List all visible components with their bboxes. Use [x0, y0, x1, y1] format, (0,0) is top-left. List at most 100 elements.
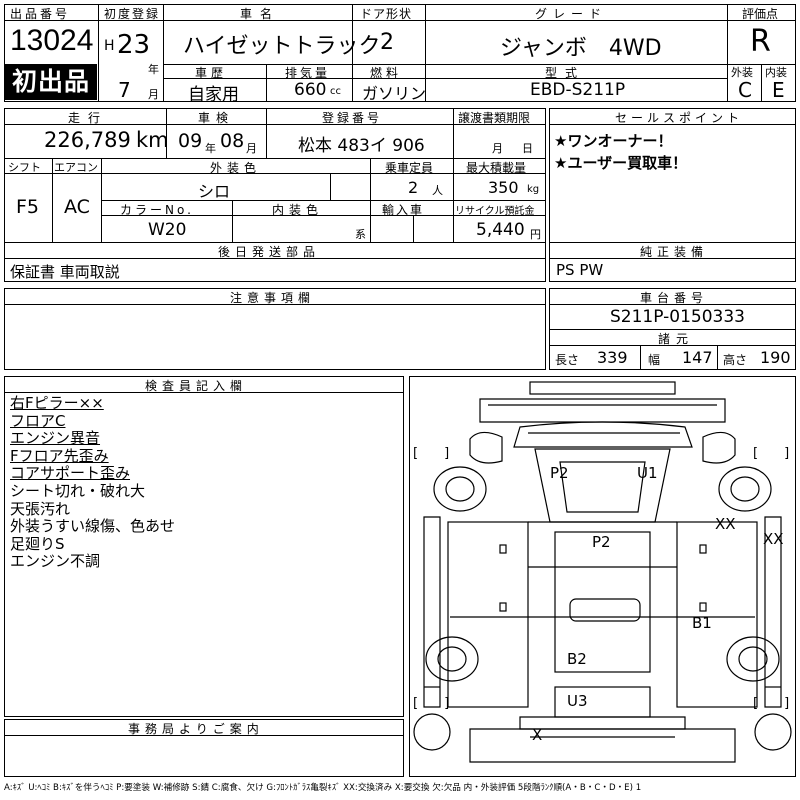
load-value: 350 — [488, 178, 519, 197]
inspection-month-unit: 月 — [246, 142, 257, 155]
recycle-unit: 円 — [530, 228, 541, 241]
fuel-value: ガソリン — [362, 84, 427, 103]
lot-label: 出品番号 — [10, 5, 71, 22]
score-value: R — [750, 24, 771, 59]
mark-u3: U3 — [567, 692, 588, 710]
later-label: 後日発送部品 — [218, 245, 321, 259]
mark-b2: B2 — [567, 650, 587, 668]
inspector-item: 右Fピラー×× — [10, 394, 104, 412]
fuel-label: 燃料 — [370, 66, 403, 80]
score-label: 評価点 — [742, 7, 779, 21]
int-label: 内装 — [765, 66, 787, 79]
colorno-value: W20 — [148, 220, 187, 240]
inspector-label: 検査員記入欄 — [145, 379, 248, 393]
office-block — [4, 719, 404, 777]
caution-block — [4, 288, 546, 370]
load-unit: kg — [527, 184, 540, 195]
reg-month: 7 — [118, 78, 131, 102]
grade-value: ジャンボ 4WD — [500, 36, 662, 61]
model-label: 型式 — [545, 66, 586, 80]
transfer-month-unit: 月 — [492, 142, 503, 155]
lot-number: 13024 — [10, 24, 94, 57]
inspector-item: Fフロア先歪み — [10, 446, 109, 465]
door-label: ドア形状 — [360, 7, 413, 21]
plate-label: 登録番号 — [322, 111, 383, 125]
mark-x-bottom: X — [532, 726, 543, 744]
width-label: 幅 — [648, 353, 661, 367]
shift-value: F5 — [16, 196, 40, 218]
mark-b1: B1 — [692, 614, 712, 632]
mileage-value: 226,789 — [44, 128, 131, 152]
plate-value: 松本 483イ 906 — [298, 136, 425, 156]
transfer-label: 譲渡書類期限 — [458, 111, 531, 125]
mark-xx-right2: XX — [763, 530, 784, 548]
inspection-year: 09 — [178, 130, 203, 152]
car-name: ハイゼットトラック — [183, 34, 381, 59]
reg-month-unit: 月 — [148, 88, 159, 101]
genuine-value: PS PW — [556, 261, 604, 279]
vehicle-diagram: [ ] [ ] [ ] [ ] P2 U1 XX XX P2 B1 B2 U3 … — [409, 376, 796, 777]
recycle-label: リサイクル預託金 — [455, 206, 535, 217]
mileage-unit: km — [136, 128, 169, 152]
inspector-item: エンジン異音 — [10, 429, 101, 448]
recycle-value: 5,440 — [476, 220, 525, 240]
reg-year-unit: 年 — [148, 63, 159, 76]
mark-u1: U1 — [637, 464, 658, 482]
ext-label: 外装 — [731, 66, 753, 79]
inspection-year-unit: 年 — [205, 142, 216, 155]
width-value: 147 — [682, 348, 713, 367]
name-label: 車名 — [240, 7, 281, 21]
capacity-label: 乗車定員 — [385, 161, 434, 175]
sales-point-2: ★ユーザー買取車！ — [554, 154, 688, 172]
inspection-month: 08 — [220, 130, 245, 152]
inspector-item: 天張汚れ — [10, 499, 71, 518]
door-value: 2 — [380, 30, 394, 55]
sales-point-1: ★ワンオーナー！ — [554, 132, 673, 150]
colorno-label: カラーNo. — [120, 203, 194, 217]
capacity-unit: 人 — [432, 184, 443, 197]
transfer-day-unit: 日 — [522, 142, 533, 155]
history-label: 車歴 — [195, 66, 228, 80]
bracket-left-top: [ ] — [413, 446, 450, 461]
sales-block — [549, 108, 796, 282]
inspector-item: シート切れ・破れ大 — [10, 481, 146, 500]
color-label: 外装色 — [210, 161, 262, 175]
caution-label: 注意事項欄 — [230, 291, 316, 305]
sales-label: セールスポイント — [615, 111, 744, 125]
era: H — [104, 38, 115, 54]
bracket-left-bottom: [ ] — [413, 696, 450, 711]
spec-block — [4, 108, 546, 282]
grade-label: グレード — [535, 7, 608, 21]
reg-label: 初度登録 — [104, 7, 161, 21]
ext-value: C — [738, 78, 752, 102]
model-value: EBD-S211P — [530, 80, 626, 100]
inspector-item: 足廻りS — [10, 534, 65, 553]
height-label: 高さ — [723, 353, 748, 367]
reg-year: 23 — [117, 30, 151, 60]
genuine-label: 純正装備 — [640, 245, 709, 259]
capacity-value: 2 — [408, 178, 419, 197]
dims-label: 諸元 — [658, 332, 695, 346]
load-label: 最大積載量 — [466, 161, 527, 175]
inspector-item: コアサポート歪み — [10, 464, 131, 483]
int-value: E — [772, 78, 785, 102]
header-block — [4, 4, 796, 102]
mark-p2-mid: P2 — [592, 533, 611, 551]
shift-label: シフト — [8, 161, 41, 174]
interior-unit: 系 — [355, 228, 366, 241]
interior-label: 内装色 — [272, 203, 324, 217]
history-value: 自家用 — [188, 85, 239, 105]
chassis-value: S211P-0150333 — [610, 307, 745, 327]
displacement-label: 排気量 — [285, 66, 331, 80]
displacement-unit: cc — [330, 86, 341, 97]
legend-text: A:ｷｽﾞ U:ﾍｺﾐ B:ｷｽﾞを伴うﾍｺﾐ P:要塗装 W:補修跡 S:錆 … — [4, 783, 642, 793]
inspection-label: 車検 — [198, 111, 235, 125]
bracket-right-bottom: [ ] — [753, 696, 790, 711]
mileage-label: 走行 — [68, 111, 109, 125]
chassis-label: 車台番号 — [640, 291, 709, 305]
inspector-item: 外装うすい線傷、色あせ — [10, 517, 176, 536]
length-value: 339 — [597, 348, 628, 367]
first-listing-badge: 初出品 — [5, 64, 97, 100]
bracket-right-top: [ ] — [753, 446, 790, 461]
